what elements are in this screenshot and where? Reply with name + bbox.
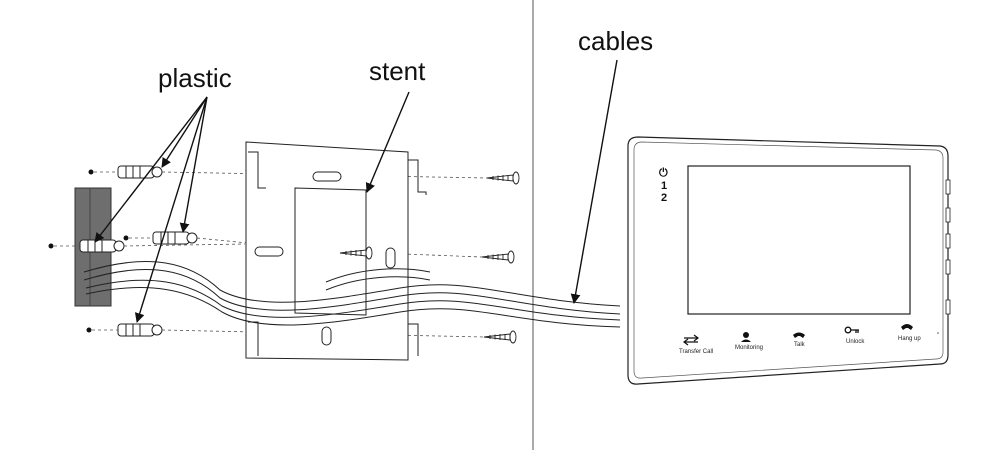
anchor-dots: [48, 169, 129, 333]
indicator-1: 1: [661, 180, 667, 192]
transfer-call-label: Transfer Call: [679, 349, 713, 355]
plastic-plug: [152, 231, 198, 245]
screws: [339, 171, 520, 344]
indicator-2: 2: [661, 192, 667, 204]
cables-label: cables: [578, 26, 653, 56]
screw: [339, 246, 373, 260]
hang-up-label: Hang up: [898, 336, 921, 342]
unlock-label: Unlock: [846, 339, 865, 345]
callout-arrows: [94, 59, 618, 323]
plastic-plug: [117, 165, 163, 179]
power-indicator-icon: ⏻: [659, 166, 668, 179]
screw: [486, 171, 520, 185]
person-icon: [741, 332, 751, 342]
stent-arrow: [365, 91, 410, 193]
talk-label: Talk: [794, 342, 806, 348]
phone-icon: [793, 332, 805, 338]
screw: [481, 250, 515, 264]
plastic-arrow: [94, 96, 208, 243]
monitoring-button[interactable]: Monitoring: [735, 332, 763, 351]
screw: [483, 330, 517, 344]
plastic-plugs: [79, 165, 198, 337]
monitoring-label: Monitoring: [735, 345, 763, 351]
unlock-button[interactable]: Unlock: [844, 326, 865, 345]
transfer-call-button[interactable]: Transfer Call: [679, 334, 713, 355]
stent-bracket: [245, 141, 427, 361]
cables-arrow: [570, 59, 618, 304]
stent-label: stent: [369, 56, 426, 86]
talk-button[interactable]: Talk: [793, 332, 806, 349]
hangup-icon: [901, 324, 913, 330]
plastic-arrow: [161, 96, 208, 168]
indoor-monitor: ⏻ 1 2 Transfer Call Monitoring Talk: [627, 136, 951, 385]
plastic-arrow: [179, 96, 208, 233]
plastic-arrow: [134, 96, 208, 323]
transfer-icon: [683, 334, 699, 346]
plastic-label: plastic: [158, 63, 232, 93]
cables: [83, 261, 621, 328]
plastic-plug: [117, 323, 163, 337]
side-buttons: [945, 179, 951, 315]
monitor-screen: [687, 165, 911, 315]
key-icon: [844, 326, 859, 334]
hang-up-button[interactable]: Hang up: [898, 324, 921, 342]
plastic-plug: [79, 239, 125, 253]
